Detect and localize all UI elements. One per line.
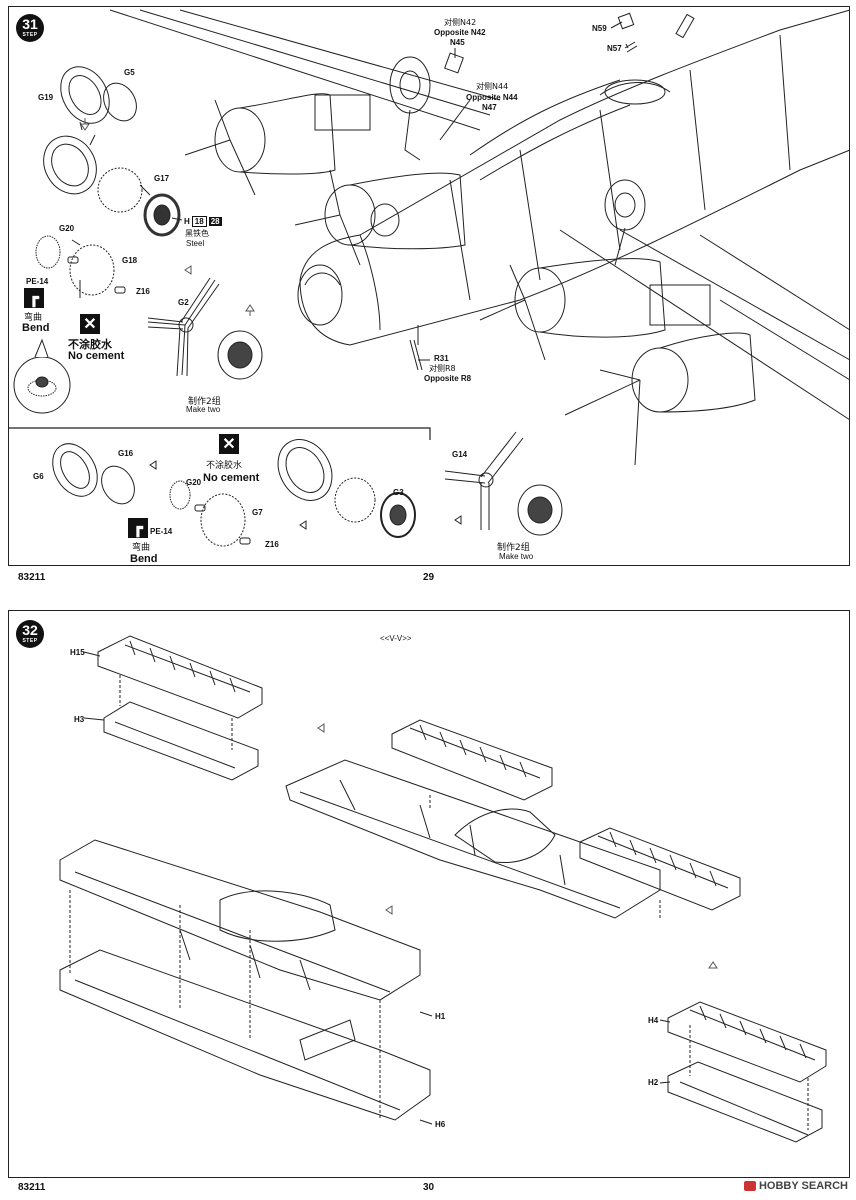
no-cement-label-cn: 不涂胶水 <box>206 461 243 471</box>
page-frame <box>8 6 850 566</box>
part-label: Opposite N42 <box>434 28 486 37</box>
part-label: PE-14 <box>26 277 49 286</box>
paint-code: H <box>184 217 190 226</box>
paint-reference: H 18 28 <box>184 216 222 227</box>
part-label: G20 <box>186 478 202 487</box>
page-number: 30 <box>423 1182 435 1193</box>
paint-number: 28 <box>208 217 222 226</box>
instruction-page-29: 31 STEP G19 G5 G17 G20 G18 PE-14 Z16 G2 … <box>8 6 851 583</box>
part-label: H6 <box>435 1120 446 1129</box>
instruction-page-30: 32 STEP <<V-V>> H15 H3 H1 H6 H4 H2 83211… <box>0 600 856 1200</box>
center-wing-section <box>285 719 741 920</box>
part-label: N59 <box>592 24 607 33</box>
part-label: G7 <box>252 508 263 517</box>
watermark-logo-icon <box>743 1181 756 1191</box>
paint-number: 18 <box>191 216 207 227</box>
step-badge: 31 STEP <box>16 14 44 42</box>
part-label: G2 <box>178 298 189 307</box>
make-two-en: Make two <box>186 405 221 414</box>
no-cement-icon: ✕ <box>80 314 100 334</box>
fuselage-drawing <box>109 9 851 421</box>
make-two-en: Make two <box>499 552 534 561</box>
bend-label-en: Bend <box>130 553 158 565</box>
part-label: R31 <box>434 354 449 363</box>
paint-name-en: Steel <box>186 239 205 248</box>
make-two-cn: 制作2组 <box>188 397 221 407</box>
part-label: H4 <box>648 1016 659 1025</box>
part-label: PE-14 <box>150 527 173 536</box>
bend-icon: ┏ <box>128 518 148 538</box>
no-cement-icon: ✕ <box>219 434 239 454</box>
part-label: H2 <box>648 1078 659 1087</box>
landing-gear <box>314 56 711 326</box>
page-frame <box>8 610 850 1178</box>
part-label: Opposite N44 <box>466 93 518 102</box>
part-label: G6 <box>33 472 44 481</box>
wing-exploded-left <box>59 839 431 1121</box>
bend-label-en: Bend <box>22 322 50 334</box>
part-label: 对侧N42 <box>444 18 477 27</box>
make-two-cn: 制作2组 <box>497 543 530 553</box>
part-label: Z16 <box>265 540 279 549</box>
watermark-text: HOBBY SEARCH <box>758 1180 848 1192</box>
engine-exploded-left <box>13 66 263 414</box>
bend-label-cn: 弯曲 <box>132 543 151 553</box>
page-number: 29 <box>423 572 435 583</box>
part-label: N57 <box>607 44 622 53</box>
part-label: G5 <box>124 68 135 77</box>
step-number: 31 <box>22 16 38 32</box>
step-label: STEP <box>22 32 38 38</box>
flap-assembly-top-left <box>97 635 263 781</box>
part-label: Z16 <box>136 287 150 296</box>
part-label: H15 <box>70 648 85 657</box>
part-label: G14 <box>452 450 468 459</box>
product-code: 83211 <box>18 572 46 583</box>
assembly-drawing-step31 <box>8 9 851 547</box>
part-label: Opposite R8 <box>424 374 472 383</box>
no-cement-label-cn: 不涂胶水 <box>68 339 112 351</box>
part-label: G20 <box>59 224 75 233</box>
part-label: G19 <box>38 93 54 102</box>
part-label: N45 <box>450 38 465 47</box>
part-label: G17 <box>154 174 170 183</box>
part-label: N47 <box>482 103 497 112</box>
part-label: 对侧N44 <box>476 82 509 91</box>
no-cement-label-en: No cement <box>68 350 125 362</box>
step-number: 32 <box>22 622 38 638</box>
part-label: G18 <box>122 256 138 265</box>
product-code: 83211 <box>18 1182 46 1193</box>
direction-arrows <box>80 118 255 316</box>
engine-nacelles <box>184 93 756 466</box>
part-label: G16 <box>118 449 134 458</box>
step-badge: 32 STEP <box>16 620 44 648</box>
bend-icon: ┏ <box>24 288 44 308</box>
part-label: G3 <box>393 488 404 497</box>
no-cement-label-en: No cement <box>203 472 260 484</box>
part-label: H1 <box>435 1012 446 1021</box>
assembly-drawing-step32 <box>59 635 827 1143</box>
bend-label-cn: 弯曲 <box>24 313 43 323</box>
part-label: 对侧R8 <box>429 364 456 373</box>
flap-assembly-bottom-right <box>667 1001 827 1143</box>
paint-name-cn: 黑铁色 <box>185 229 209 238</box>
view-label: <<V-V>> <box>380 634 412 643</box>
part-label: H3 <box>74 715 85 724</box>
watermark: HOBBY SEARCH <box>743 1180 848 1192</box>
step-label: STEP <box>22 638 38 644</box>
engine-exploded-lower <box>52 431 563 547</box>
